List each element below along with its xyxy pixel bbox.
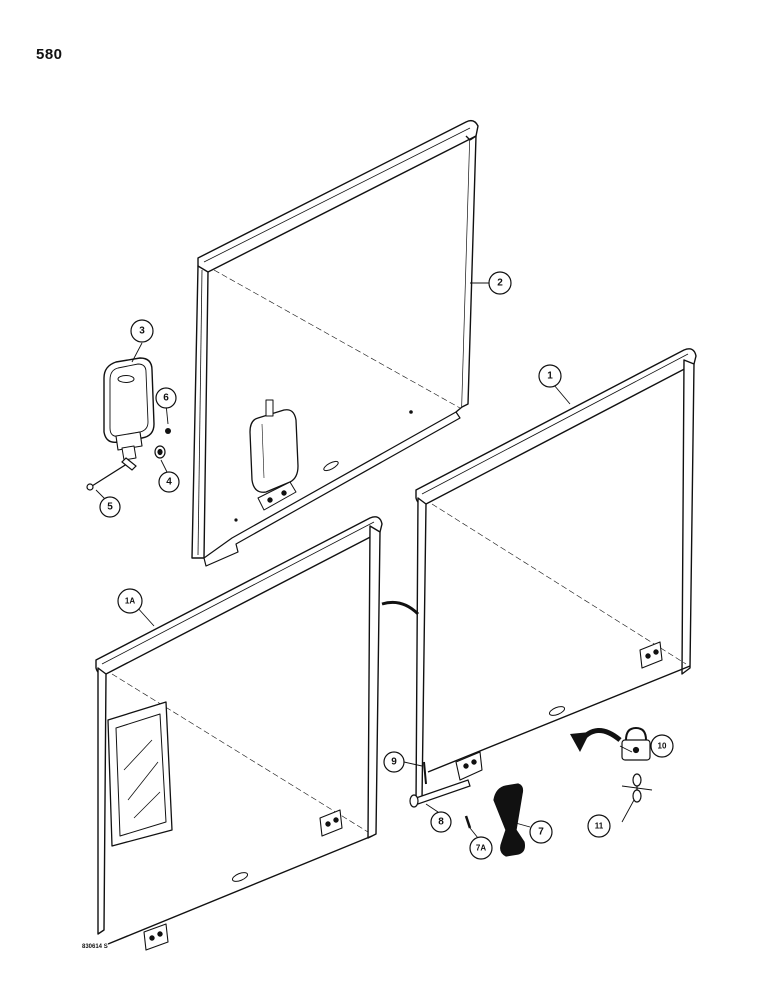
part-10-padlock — [621, 726, 651, 761]
svg-text:1: 1 — [547, 371, 553, 382]
callout-3: 3 — [130, 319, 154, 343]
padlock-arrow — [570, 728, 622, 752]
part-9-pin — [423, 761, 427, 785]
svg-text:11: 11 — [595, 822, 604, 831]
svg-text:9: 9 — [391, 757, 397, 768]
callout-1: 1 — [538, 364, 562, 388]
callout-7a: 7A — [469, 836, 493, 860]
connection-arrow — [381, 600, 420, 616]
part-4-nut — [154, 445, 166, 459]
svg-text:7A: 7A — [476, 844, 486, 853]
svg-text:8: 8 — [438, 817, 444, 828]
callout-4: 4 — [158, 471, 180, 493]
svg-text:4: 4 — [166, 477, 172, 488]
part-7a-pin — [464, 815, 472, 829]
part-5-screw — [86, 457, 137, 491]
panel-2 — [191, 119, 479, 567]
svg-text:7: 7 — [538, 827, 544, 838]
page-number: 580 — [36, 46, 63, 63]
callouts: 2 3 6 4 5 1 1A 9 — [99, 271, 674, 860]
part-11-keys — [621, 773, 653, 803]
drawing-id: 830614 S — [82, 944, 108, 950]
part-7-latch — [493, 783, 525, 857]
svg-text:10: 10 — [658, 742, 667, 751]
svg-text:2: 2 — [497, 278, 503, 289]
callout-7: 7 — [529, 820, 553, 844]
callout-11: 11 — [587, 814, 611, 838]
callout-5: 5 — [99, 496, 121, 518]
part-6-ball — [165, 428, 171, 434]
callout-6: 6 — [155, 387, 177, 409]
callout-8: 8 — [430, 811, 452, 833]
access-door-3 — [103, 357, 155, 461]
callout-10: 10 — [650, 734, 674, 758]
panel-1a — [95, 516, 383, 951]
svg-text:6: 6 — [163, 393, 169, 404]
part-8-bolt — [409, 779, 471, 808]
callout-2: 2 — [488, 271, 512, 295]
svg-text:3: 3 — [139, 326, 145, 337]
svg-text:1A: 1A — [125, 597, 135, 606]
leader-lines — [95, 282, 635, 839]
callout-9: 9 — [383, 751, 405, 773]
callout-1a: 1A — [117, 588, 143, 614]
panel-1 — [415, 348, 697, 805]
svg-text:5: 5 — [107, 502, 113, 513]
